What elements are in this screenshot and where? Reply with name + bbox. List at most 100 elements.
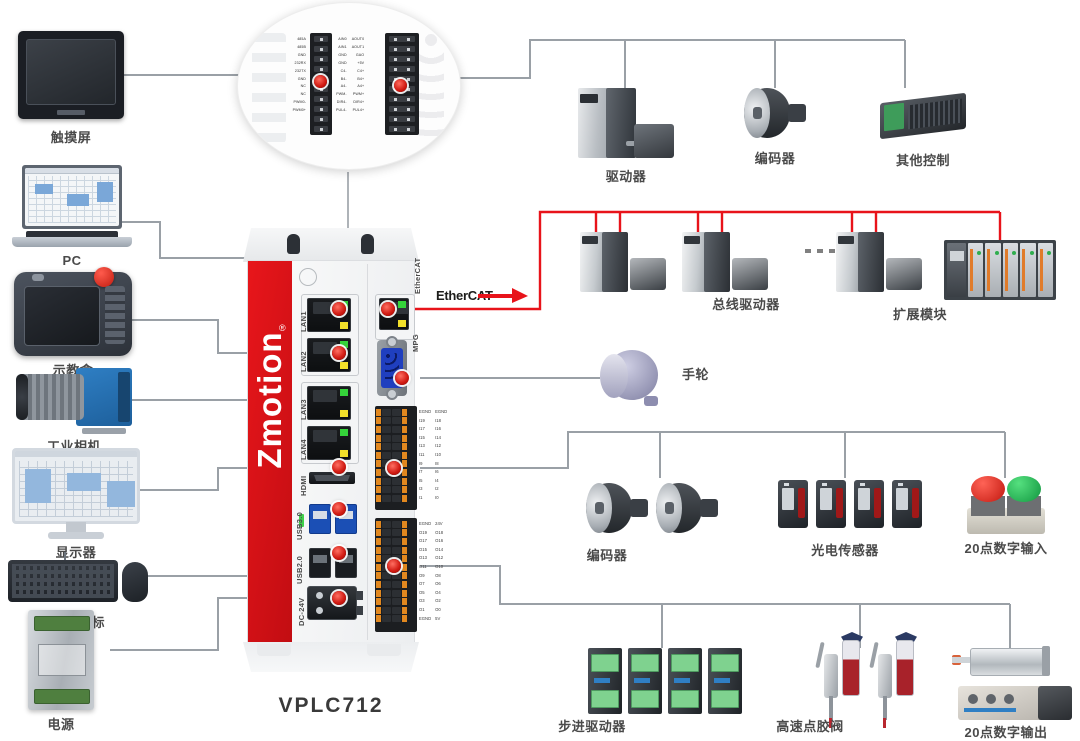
io-terminal-row[interactable] bbox=[376, 537, 416, 546]
terminal-pin bbox=[314, 106, 328, 112]
io-label: I9 bbox=[419, 460, 423, 466]
bus-servo-pack bbox=[682, 232, 768, 294]
device-photo-sensor-3 bbox=[854, 480, 884, 528]
io-terminal-row[interactable] bbox=[376, 477, 416, 486]
port-usb3-a[interactable] bbox=[309, 504, 331, 534]
label-encoder-mid: 编码器 bbox=[586, 548, 628, 563]
io-terminal-row[interactable] bbox=[376, 417, 416, 426]
ethercat-logo-text: EtherCAT bbox=[436, 288, 493, 303]
port-label-ethercat: EtherCAT bbox=[413, 257, 422, 294]
teach-pendant-keypad[interactable] bbox=[105, 286, 125, 344]
device-photo-sensor-2 bbox=[816, 480, 846, 528]
terminal-pin bbox=[314, 66, 328, 72]
label-photo-sensor: 光电传感器 bbox=[811, 543, 879, 558]
valve-syringe bbox=[842, 640, 860, 696]
port-dc-24v[interactable] bbox=[307, 586, 363, 620]
monitor-app-toolbar bbox=[15, 451, 137, 457]
io-label: O5 bbox=[419, 589, 425, 595]
device-pc: PC bbox=[12, 165, 132, 268]
pin-label: 232RX bbox=[294, 60, 306, 65]
terminal-pin bbox=[389, 96, 415, 102]
label-bus-driver: 总线驱动器 bbox=[712, 297, 780, 312]
io-terminal-row[interactable] bbox=[376, 434, 416, 443]
dispensing-valve bbox=[815, 632, 863, 728]
io-terminal-row[interactable] bbox=[376, 451, 416, 460]
expansion-slot bbox=[1037, 243, 1053, 297]
keyboard[interactable] bbox=[8, 560, 118, 602]
io-terminal-row[interactable] bbox=[376, 572, 416, 581]
valve-port bbox=[1004, 694, 1014, 704]
io-label: I4 bbox=[435, 477, 439, 483]
device-handwheel: 手轮 bbox=[600, 350, 709, 406]
io-label: I3 bbox=[419, 486, 423, 492]
bus-drive-heatsink bbox=[602, 232, 628, 292]
io-terminal-row[interactable] bbox=[376, 485, 416, 494]
terminal-pin bbox=[389, 106, 415, 112]
pin-label: +5V bbox=[357, 60, 365, 65]
bus-drive-connector bbox=[582, 236, 598, 244]
io-label: O13 bbox=[419, 555, 427, 561]
port-label-lan2: LAN2 bbox=[299, 351, 308, 372]
motor-shaft bbox=[626, 141, 638, 146]
io-terminal-row[interactable] bbox=[376, 442, 416, 451]
monitor-body bbox=[12, 448, 140, 540]
pin-label: A4+ bbox=[357, 84, 365, 89]
io-terminal-row[interactable] bbox=[376, 425, 416, 434]
usb-status-led bbox=[299, 514, 304, 527]
emergency-stop-button[interactable] bbox=[94, 267, 114, 287]
device-digital-input: 20点数字输入 bbox=[965, 476, 1047, 556]
output-terminal-block[interactable] bbox=[375, 518, 417, 632]
solenoid-coil bbox=[1038, 686, 1072, 720]
io-label: O16 bbox=[435, 538, 444, 544]
io-terminal-row[interactable] bbox=[376, 408, 416, 417]
ethercat-arrow-icon bbox=[478, 288, 528, 303]
pushbutton-red[interactable] bbox=[971, 476, 1005, 502]
handwheel-body[interactable] bbox=[600, 350, 662, 406]
port-lan3[interactable] bbox=[307, 386, 351, 420]
port-mpg[interactable] bbox=[377, 336, 407, 400]
io-terminal-row[interactable] bbox=[376, 520, 416, 529]
cylinder-rod bbox=[952, 657, 974, 663]
io-terminal-row[interactable] bbox=[376, 615, 416, 624]
port-lan1[interactable] bbox=[307, 298, 351, 332]
io-terminal-row[interactable] bbox=[376, 546, 416, 555]
io-terminal-row[interactable] bbox=[376, 554, 416, 563]
io-label: EGND bbox=[419, 521, 432, 526]
link-dot-output bbox=[387, 559, 401, 573]
terminal-pin bbox=[389, 66, 415, 72]
io-terminal-row[interactable] bbox=[376, 529, 416, 538]
pin-label: 485B bbox=[297, 44, 306, 49]
io-terminal-row[interactable] bbox=[376, 597, 416, 606]
input-terminal-block[interactable] bbox=[375, 406, 417, 510]
port-label-usb2: USB2.0 bbox=[295, 555, 304, 584]
valve-body bbox=[824, 654, 838, 698]
io-terminal-row[interactable] bbox=[376, 606, 416, 615]
io-terminal-row[interactable] bbox=[376, 494, 416, 503]
teach-pendant-body bbox=[14, 267, 132, 356]
io-label: I8 bbox=[435, 460, 439, 466]
mouse[interactable] bbox=[122, 562, 148, 602]
io-label: I2 bbox=[435, 486, 439, 492]
touchscreen-panel bbox=[18, 31, 124, 119]
pin-label: GAO bbox=[355, 52, 365, 57]
expansion-rack bbox=[944, 240, 1056, 300]
io-label: I16 bbox=[435, 426, 441, 432]
port-usb2-a[interactable] bbox=[309, 548, 331, 578]
io-terminal-row[interactable] bbox=[376, 580, 416, 589]
pushbutton-green[interactable] bbox=[1007, 476, 1041, 502]
photo-sensor bbox=[854, 480, 884, 528]
port-hdmi[interactable] bbox=[309, 472, 355, 484]
valve-nozzle bbox=[829, 696, 833, 720]
io-label: O9 bbox=[419, 572, 425, 578]
io-terminal-row[interactable] bbox=[376, 589, 416, 598]
magnifier-vent-slots bbox=[252, 33, 286, 143]
port-lan4[interactable] bbox=[307, 426, 351, 460]
device-power-supply: 电源 bbox=[28, 610, 94, 732]
photo-sensor bbox=[778, 480, 808, 528]
